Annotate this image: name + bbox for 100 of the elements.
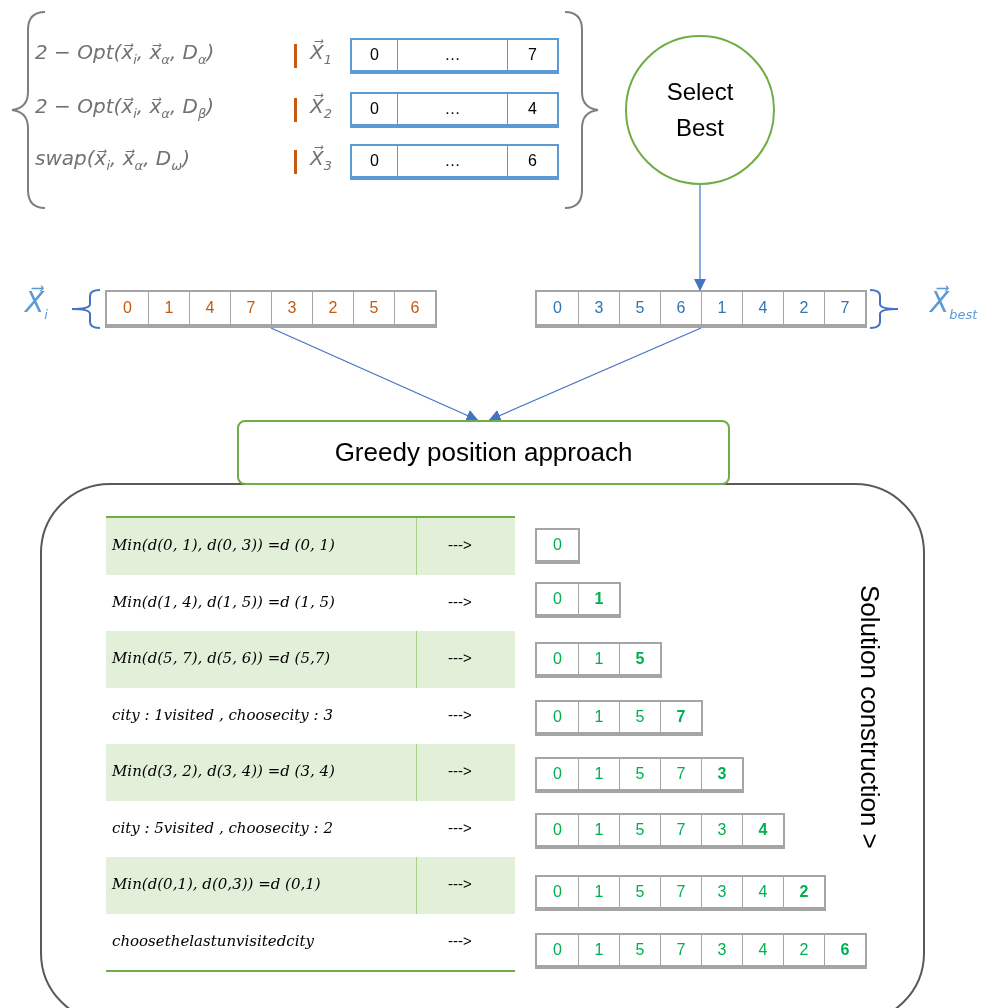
array-cell: 5 — [619, 292, 660, 324]
array-cell-text: 0 — [552, 764, 563, 784]
array-cell: 6 — [507, 146, 557, 176]
array-symbol: X⃗$_{2}$ — [310, 94, 332, 121]
array-cell: 1 — [578, 935, 619, 965]
array-cell-text: 0 — [369, 151, 380, 171]
formula-text: Min(d(1, 4), d(1, 5)) =d (1, 5) — [112, 592, 335, 611]
node-label: Greedy position approach — [334, 437, 633, 468]
array-cell: 7 — [660, 815, 701, 845]
array-cell: 5 — [353, 292, 394, 324]
formula-text: Min(d(0, 1), d(0, 3)) =d (0, 1) — [112, 536, 335, 554]
array-cell: 7 — [507, 40, 557, 70]
array-cell: 4 — [742, 877, 783, 907]
array-cell: 5 — [619, 759, 660, 789]
array-cell: 4 — [507, 94, 557, 124]
number-array — [350, 38, 559, 74]
array-cell: 2 — [783, 877, 824, 907]
array-cell: 1 — [578, 702, 619, 732]
formula-text: 2 − Opt(x⃗$_{i}$, x⃗$_{α}$, D$_{α}$) — [35, 40, 215, 67]
arrow — [488, 327, 702, 422]
array-cell-text: 0 — [552, 882, 563, 902]
formula-text: Min(d(0,1), d(0,3)) =d (0,1) — [112, 875, 321, 893]
array-cell-text: 0 — [552, 535, 563, 555]
array-cell: 5 — [619, 644, 660, 674]
array-cell: 7 — [660, 935, 701, 965]
formula-text: city : 5visited , choosecity : 2 — [112, 818, 333, 837]
number-array — [535, 757, 744, 793]
select-circle — [625, 35, 775, 185]
formula-text: Min(d(5, 7), d(5, 6)) =d (5,7) — [112, 649, 331, 667]
arrow-text: ---> — [448, 762, 472, 779]
number-array — [350, 144, 559, 180]
number-array — [535, 642, 662, 678]
array-cell: … — [397, 40, 507, 70]
array-cell: 3 — [578, 292, 619, 324]
array-cell: 4 — [742, 935, 783, 965]
array-cell: 3 — [701, 935, 742, 965]
array-cell: 1 — [148, 292, 189, 324]
number-array — [535, 290, 867, 328]
array-cell: 6 — [824, 935, 865, 965]
arrow-text: ---> — [448, 705, 472, 723]
node-label: Select Best — [665, 77, 735, 143]
array-cell: 1 — [701, 292, 742, 324]
array-cell-text: 0 — [552, 940, 563, 960]
array-cell-text: 0 — [122, 298, 133, 318]
array-cell: 6 — [660, 292, 701, 324]
array-cell: 5 — [619, 935, 660, 965]
arrow-text: ---> — [448, 536, 472, 553]
array-cell-text: 0 — [552, 589, 563, 609]
array-symbol: X⃗$_{best}$ — [930, 286, 978, 322]
array-symbol: X⃗$_{i}$ — [25, 286, 48, 322]
number-array — [535, 875, 826, 911]
formula-text: Min(d(3, 2), d(3, 4)) =d (3, 4) — [112, 762, 335, 780]
array-cell: 3 — [701, 815, 742, 845]
array-symbol: X⃗$_{1}$ — [310, 40, 332, 67]
number-array — [535, 933, 867, 969]
array-cell: 7 — [660, 759, 701, 789]
array-cell: … — [397, 94, 507, 124]
number-array — [535, 582, 621, 618]
arrow-text: ---> — [448, 931, 472, 949]
formula-text: choosethelastunvisitedcity — [112, 931, 315, 950]
array-cell: 1 — [578, 877, 619, 907]
array-cell: 4 — [189, 292, 230, 324]
arrow — [694, 184, 706, 291]
array-cell: 7 — [660, 877, 701, 907]
number-array — [350, 92, 559, 128]
formula-text: city : 1visited , choosecity : 3 — [112, 705, 333, 724]
process-box — [237, 420, 730, 485]
arrow-text: ---> — [448, 875, 472, 892]
number-array — [105, 290, 437, 328]
array-cell: 7 — [660, 702, 701, 732]
array-cell: 2 — [783, 935, 824, 965]
array-cell-text: 0 — [552, 820, 563, 840]
array-cell: 1 — [578, 815, 619, 845]
arrow-text: ---> — [448, 818, 472, 836]
arrow — [270, 327, 479, 421]
number-array — [535, 528, 580, 564]
array-cell: 5 — [619, 877, 660, 907]
array-cell-text: 0 — [552, 649, 563, 669]
array-cell: 1 — [578, 584, 619, 614]
array-cell: 7 — [824, 292, 865, 324]
array-cell: 5 — [619, 815, 660, 845]
array-cell-text: 0 — [552, 707, 563, 727]
array-cell: … — [397, 146, 507, 176]
formula-text: 2 − Opt(x⃗$_{i}$, x⃗$_{α}$, D$_{β}$) — [35, 94, 215, 121]
array-cell-text: 0 — [369, 45, 380, 65]
vertical-heading: Solution construction > — [854, 585, 885, 849]
array-cell-text: 0 — [369, 99, 380, 119]
array-cell: 6 — [394, 292, 435, 324]
array-cell-text: 0 — [552, 298, 563, 318]
array-cell: 1 — [578, 644, 619, 674]
number-array — [535, 813, 785, 849]
number-array — [535, 700, 703, 736]
array-cell: 3 — [701, 759, 742, 789]
arrow-text: ---> — [448, 592, 472, 610]
array-cell: 5 — [619, 702, 660, 732]
array-symbol: X⃗$_{3}$ — [310, 146, 332, 173]
arrow-text: ---> — [448, 649, 472, 666]
array-cell: 1 — [578, 759, 619, 789]
array-cell: 7 — [230, 292, 271, 324]
array-cell: 2 — [783, 292, 824, 324]
